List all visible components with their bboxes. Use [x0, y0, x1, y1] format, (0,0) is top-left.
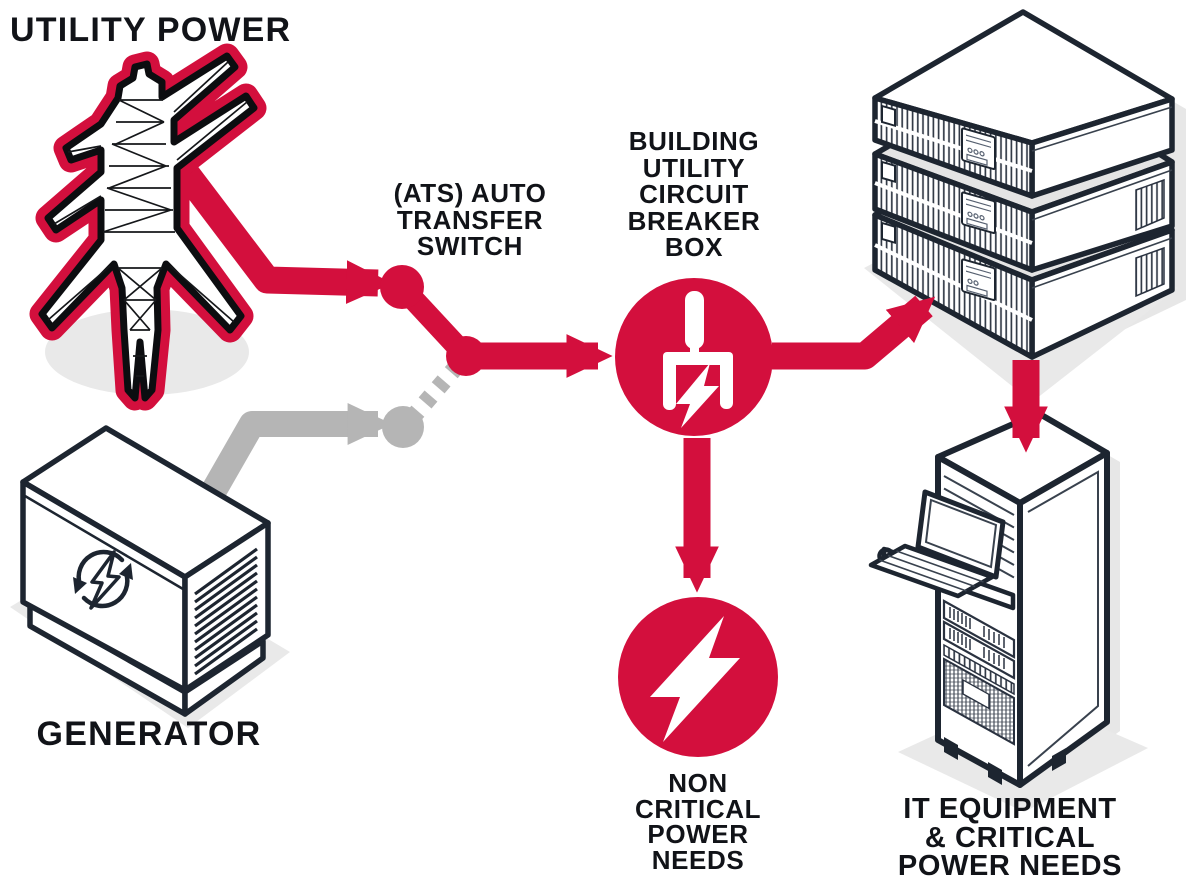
breaker-label-line: CIRCUIT [639, 179, 749, 209]
non-critical-label-line: NEEDS [651, 844, 745, 875]
ats-label-line: (ATS) AUTO [393, 178, 547, 208]
ups-display-plates [961, 127, 996, 302]
it-equipment-label-line: IT EQUIPMENT [903, 793, 1117, 825]
non-critical-label-line: CRITICAL [634, 793, 762, 824]
it-equipment-label: IT EQUIPMENT & CRITICAL POWER NEEDS [856, 795, 1164, 881]
generator-label: GENERATOR [36, 715, 262, 753]
generator-flow-line [201, 402, 393, 499]
breaker-label-line: BOX [664, 232, 724, 262]
non-critical-label: NON CRITICAL POWER NEEDS [598, 768, 798, 875]
ats-pivot-contact [446, 336, 486, 376]
breaker-label-line: UTILITY [642, 152, 746, 183]
it-equipment-label-line: POWER NEEDS [897, 850, 1123, 882]
breaker-label-line: BUILDING [628, 126, 760, 156]
ats-utility-contact [380, 265, 424, 309]
utility-power-label: UTILITY POWER [10, 11, 292, 49]
non-critical-label-line: POWER [647, 819, 749, 849]
ups-stack-icon [864, 9, 1186, 402]
ats-switch-icon [380, 265, 486, 448]
breaker-to-ups-arrow [772, 295, 936, 370]
breaker-bolt-icon [676, 363, 719, 428]
transmission-tower-icon [29, 43, 267, 411]
it-equipment-label-line: & CRITICAL [924, 821, 1096, 854]
server-rack-icon [868, 410, 1148, 812]
breaker-box-label: BUILDING UTILITY CIRCUIT BREAKER BOX [593, 128, 795, 261]
breaker-label-line: BREAKER [627, 205, 761, 236]
lightning-bolt-icon [618, 597, 778, 757]
generator-logo-icon [73, 549, 133, 610]
ats-label-line: TRANSFER [396, 204, 544, 235]
laptop-icon [868, 489, 1016, 611]
ups-buttons [881, 104, 896, 245]
ats-label-line: SWITCH [416, 231, 524, 261]
circuit-breaker-icon [615, 278, 773, 436]
utility-flow-arrow [159, 143, 393, 305]
ats-generator-contact [382, 406, 424, 448]
non-critical-label-line: NON [668, 768, 728, 798]
generator-icon [20, 425, 271, 717]
ats-label: (ATS) AUTO TRANSFER SWITCH [348, 180, 592, 260]
